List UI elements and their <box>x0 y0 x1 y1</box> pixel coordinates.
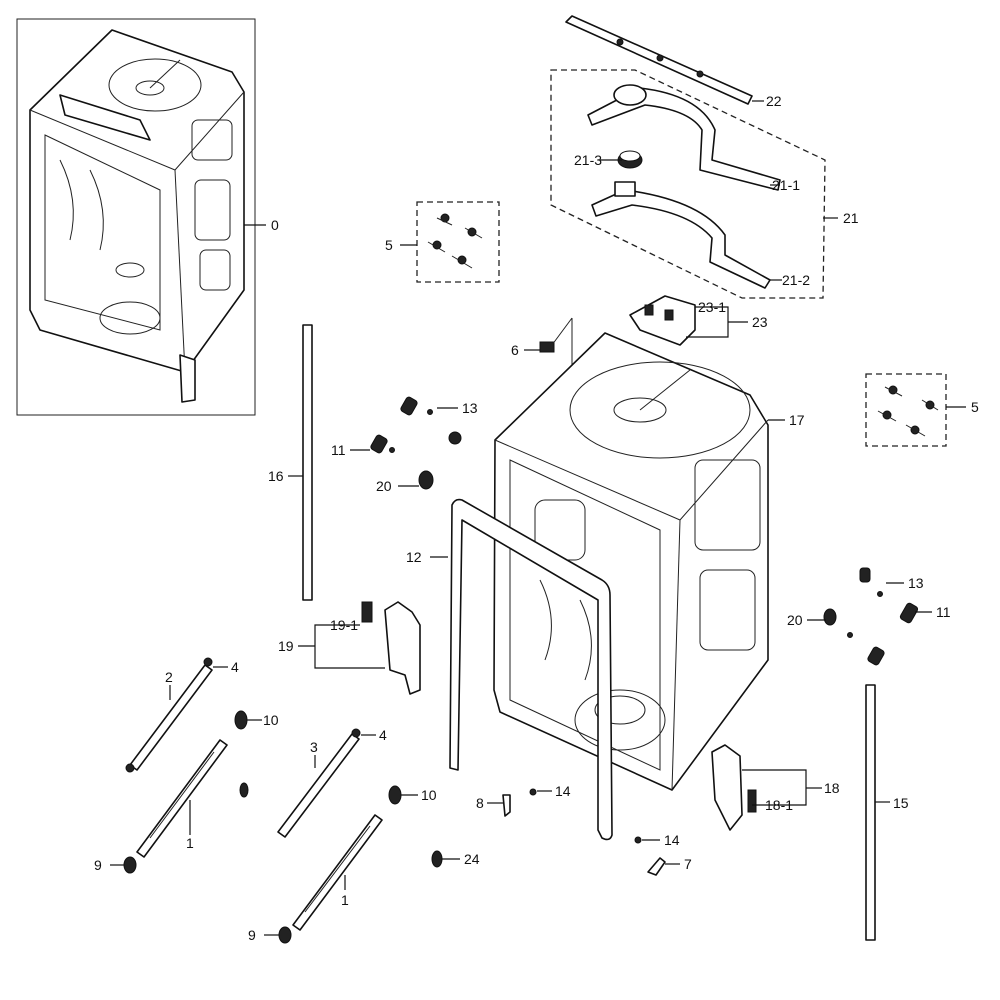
label-part-4-right: 4 <box>379 727 387 743</box>
part-10-left <box>234 710 249 798</box>
tub-assembly-inset <box>29 29 245 403</box>
label-part-19: 19 <box>278 638 294 654</box>
label-part-23-1: 23-1 <box>698 299 726 315</box>
part-10-right <box>388 785 402 805</box>
part-1-rail-left <box>136 739 228 858</box>
label-part-18-1: 18-1 <box>765 797 793 813</box>
label-part-14-upper: 14 <box>555 783 571 799</box>
label-part-7: 7 <box>684 856 692 872</box>
part-9-right <box>278 926 292 944</box>
part-19-hinge <box>361 601 421 695</box>
label-part-21-2: 21-2 <box>782 272 810 288</box>
group-5-left-outline <box>416 201 500 283</box>
label-part-14-lower: 14 <box>664 832 680 848</box>
label-part-21: 21 <box>843 210 859 226</box>
label-part-22: 22 <box>766 93 782 109</box>
part-23-bracket <box>629 295 696 346</box>
part-7 <box>647 857 666 876</box>
part-18-hinge <box>711 744 757 831</box>
part-14-lower <box>634 836 642 844</box>
part-20-right <box>823 608 885 666</box>
label-part-5-right: 5 <box>971 399 979 415</box>
group-5-right-outline <box>865 373 947 447</box>
label-part-3: 3 <box>310 739 318 755</box>
part-21-1-upper-spray-arm <box>587 84 781 191</box>
label-part-19-1: 19-1 <box>330 617 358 633</box>
label-part-9-left: 9 <box>94 857 102 873</box>
part-5-left-fasteners <box>427 213 483 269</box>
part-13-right <box>859 567 883 597</box>
part-17-tub <box>493 332 769 791</box>
label-part-24: 24 <box>464 851 480 867</box>
group-21-dashed-outline <box>550 69 826 299</box>
label-part-10-left: 10 <box>263 712 279 728</box>
part-15-side-strip <box>865 684 876 941</box>
part-11-right <box>899 602 919 624</box>
label-part-17: 17 <box>789 412 805 428</box>
part-11-left <box>370 431 462 454</box>
assembly-inset-frame <box>16 18 256 416</box>
part-12-gasket <box>449 498 613 841</box>
part-9-left <box>123 856 137 874</box>
label-part-13-right: 13 <box>908 575 924 591</box>
label-part-15: 15 <box>893 795 909 811</box>
label-part-20-right: 20 <box>787 612 803 628</box>
part-22-top-rail <box>565 15 753 105</box>
label-part-12: 12 <box>406 549 422 565</box>
part-13-left <box>400 396 433 416</box>
part-14-upper <box>529 788 537 796</box>
part-3-rail <box>277 728 361 838</box>
label-part-8: 8 <box>476 795 484 811</box>
label-part-21-3: 21-3 <box>574 152 602 168</box>
part-16-side-strip <box>302 324 313 601</box>
label-part-0: 0 <box>271 217 279 233</box>
label-part-4-left: 4 <box>231 659 239 675</box>
label-part-18: 18 <box>824 780 840 796</box>
part-21-3-hub <box>617 150 643 169</box>
part-1-rail-right <box>292 814 383 931</box>
part-6-clip <box>539 341 555 353</box>
label-part-9-right: 9 <box>248 927 256 943</box>
label-part-11-left: 11 <box>331 442 346 458</box>
label-part-10-right: 10 <box>421 787 437 803</box>
label-part-1-left: 1 <box>186 835 194 851</box>
label-part-1-right: 1 <box>341 892 349 908</box>
part-20-left <box>418 470 434 490</box>
label-part-5-left: 5 <box>385 237 393 253</box>
label-part-16: 16 <box>268 468 284 484</box>
part-2-rail <box>125 657 213 773</box>
part-21-2-lower-spray-arm <box>591 181 771 289</box>
label-part-6: 6 <box>511 342 519 358</box>
label-part-20-left: 20 <box>376 478 392 494</box>
label-part-21-1: 21-1 <box>772 177 800 193</box>
label-part-13-left: 13 <box>462 400 478 416</box>
label-part-11-right: 11 <box>936 604 951 620</box>
label-part-2: 2 <box>165 669 173 685</box>
part-5-right-fasteners <box>877 385 939 437</box>
label-part-23: 23 <box>752 314 768 330</box>
part-24 <box>431 850 443 868</box>
part-8 <box>502 794 511 817</box>
